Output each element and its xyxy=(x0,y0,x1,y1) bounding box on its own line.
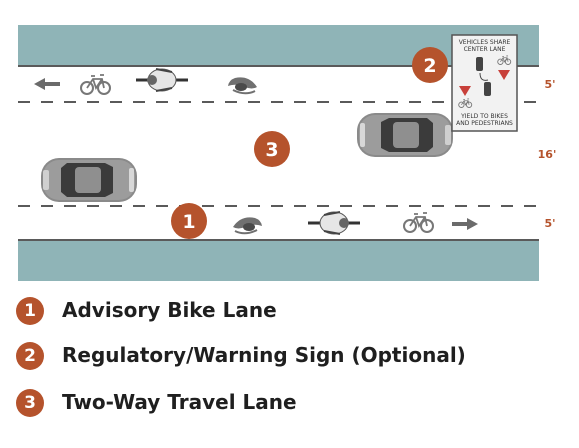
callout-badge-1: 1 xyxy=(171,203,207,239)
dimension-travel-lane: 16' xyxy=(538,148,557,161)
bottom-buffer-strip xyxy=(18,241,539,281)
svg-text:1: 1 xyxy=(182,211,195,233)
dimension-bottom-bike-lane: 5' xyxy=(544,217,555,230)
car-icon xyxy=(357,113,453,157)
bike-lane-stencil-icon xyxy=(80,74,111,95)
callout-badge-3: 3 xyxy=(254,131,290,167)
sign-header-line-1: VEHICLES SHARE xyxy=(459,39,511,46)
sign-header-line-2: CENTER LANE xyxy=(464,46,506,53)
legend-label: Two-Way Travel Lane xyxy=(62,390,297,414)
callout-badge-2: 2 xyxy=(412,47,448,83)
pedestrian-icon xyxy=(232,216,263,235)
legend-item-advisory-bike-lane: 1 Advisory Bike Lane xyxy=(16,296,556,326)
legend-number-badge: 2 xyxy=(16,342,44,370)
cyclist-icon xyxy=(135,68,189,92)
legend-item-regulatory-warning-sign: 2 Regulatory/Warning Sign (Optional) xyxy=(16,341,556,371)
right-direction-arrow xyxy=(452,218,478,230)
sign-footer-line-2: AND PEDESTRIANS xyxy=(456,120,513,127)
legend-label: Advisory Bike Lane xyxy=(62,298,277,322)
legend-item-two-way-travel-lane: 3 Two-Way Travel Lane xyxy=(16,388,556,418)
bike-lane-stencil-icon xyxy=(403,212,434,233)
regulatory-warning-sign: VEHICLES SHARE CENTER LANE YIELD TO BIKE… xyxy=(451,34,518,132)
pedestrian-icon xyxy=(227,76,258,95)
dimension-top-bike-lane: 5' xyxy=(544,78,555,91)
svg-text:3: 3 xyxy=(265,139,278,161)
legend-number-badge: 1 xyxy=(16,297,44,325)
sign-footer-line-1: YIELD TO BIKES xyxy=(460,113,508,120)
cyclist-icon xyxy=(307,211,361,235)
legend-label: Regulatory/Warning Sign (Optional) xyxy=(62,343,466,367)
car-icon xyxy=(41,158,137,202)
legend-number-badge: 3 xyxy=(16,389,44,417)
left-direction-arrow xyxy=(34,78,60,90)
svg-text:2: 2 xyxy=(423,55,436,77)
